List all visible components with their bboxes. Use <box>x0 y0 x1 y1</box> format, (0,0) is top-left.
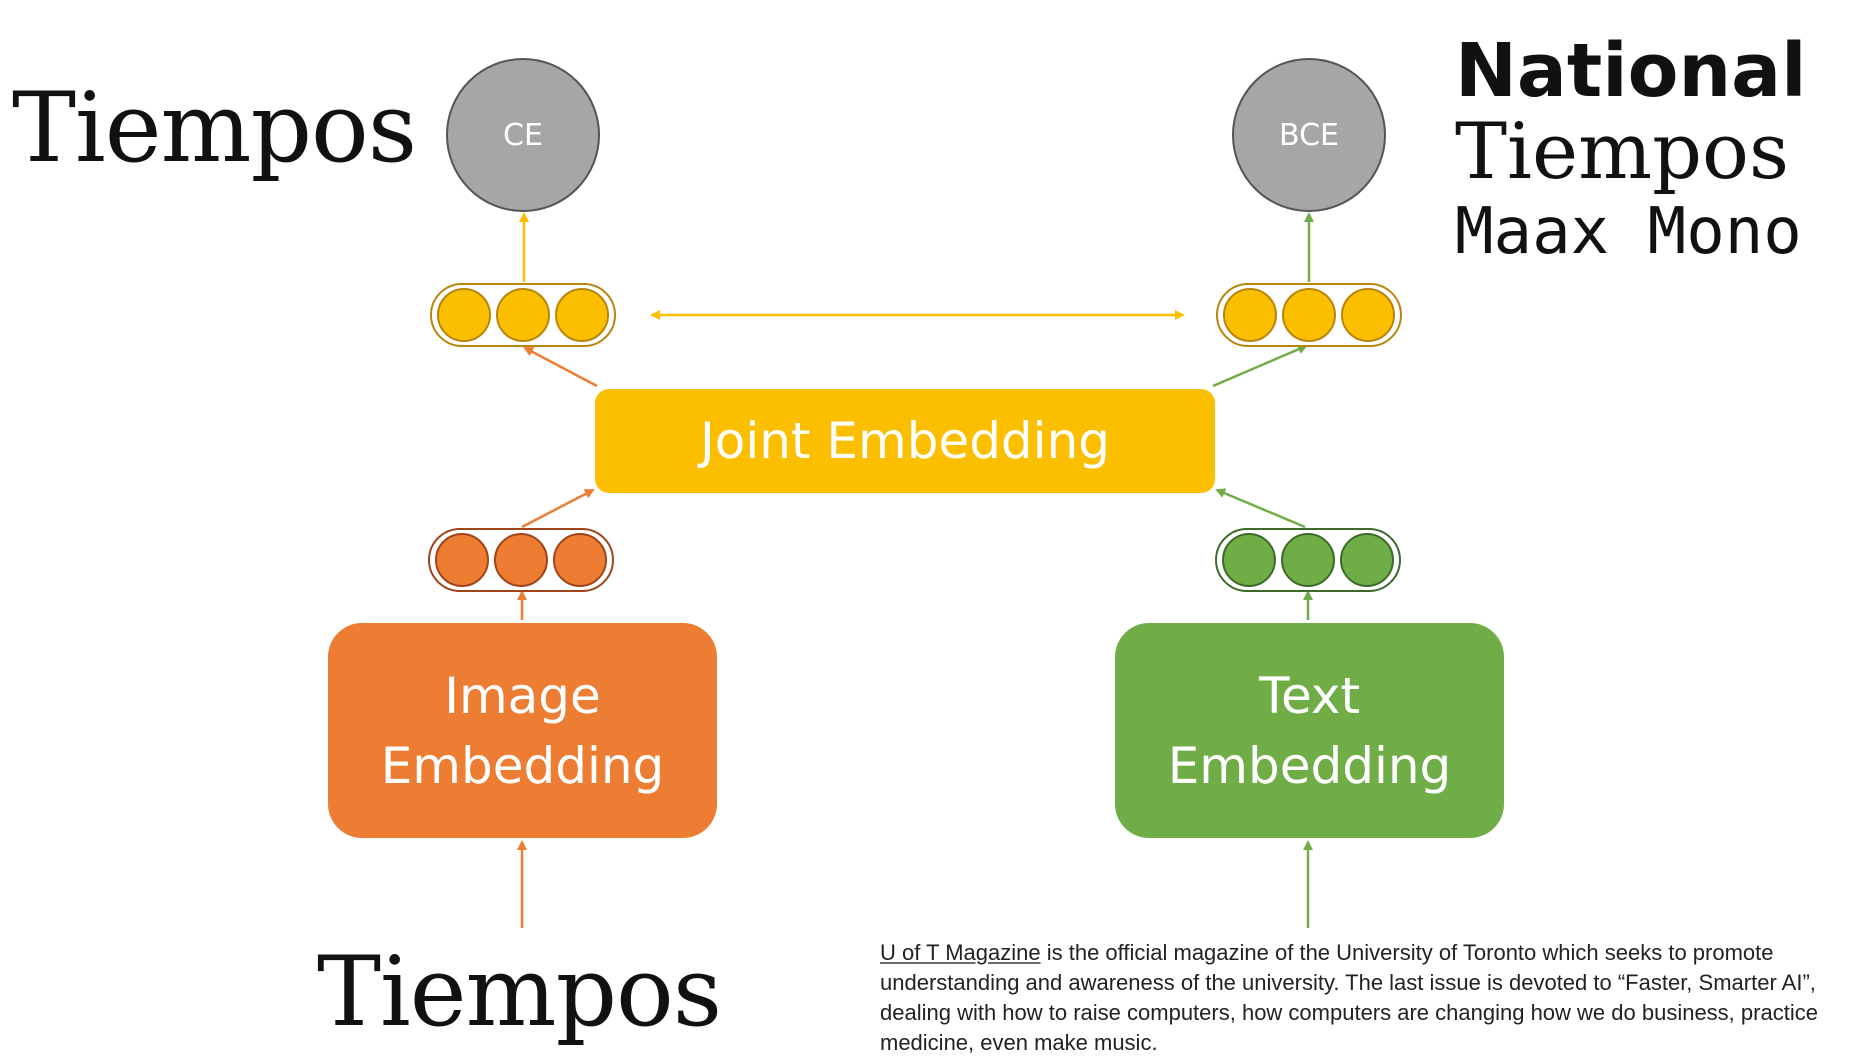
loss-label-bce: BCE <box>1279 117 1339 153</box>
loss-node-ce: CE <box>446 58 600 212</box>
font-sample-tiempos-top: Tiempos <box>12 72 417 184</box>
text-embedding-line-1: Text <box>1258 666 1361 725</box>
arrow-text-vector-to-joint <box>1215 488 1306 529</box>
image-embedding-line-2: Embedding <box>380 736 665 795</box>
image-embedding-line-1: Image <box>444 666 601 725</box>
font-sample-stack: National Tiempos Maax Mono <box>1455 30 1806 272</box>
vector-text <box>1215 528 1401 592</box>
font-sample-national: National <box>1455 28 1807 114</box>
vector-top-right <box>1216 283 1402 347</box>
arrow-joint-to-right-vector <box>1212 344 1308 388</box>
vector-image <box>428 528 614 592</box>
font-sample-tiempos: Tiempos <box>1455 107 1790 197</box>
font-sample-maax-mono: Maax Mono <box>1455 195 1802 269</box>
arrow-image-vector-to-joint <box>521 488 595 529</box>
loss-node-bce: BCE <box>1232 58 1386 212</box>
image-embedding-box: Image Embedding <box>328 623 717 838</box>
text-embedding-line-2: Embedding <box>1167 736 1452 795</box>
font-sample-tiempos-bottom: Tiempos <box>317 936 722 1048</box>
joint-embedding-box: Joint Embedding <box>595 389 1215 493</box>
text-embedding-box: Text Embedding <box>1115 623 1504 838</box>
joint-embedding-label: Joint Embedding <box>699 412 1110 470</box>
caption-body: is the official magazine of the Universi… <box>880 940 1818 1055</box>
caption-paragraph: U of T Magazine is the official magazine… <box>880 938 1820 1058</box>
magazine-link[interactable]: U of T Magazine <box>880 940 1041 965</box>
vector-top-left <box>430 283 616 347</box>
arrow-joint-to-left-vector <box>523 346 598 388</box>
loss-label-ce: CE <box>503 117 543 153</box>
